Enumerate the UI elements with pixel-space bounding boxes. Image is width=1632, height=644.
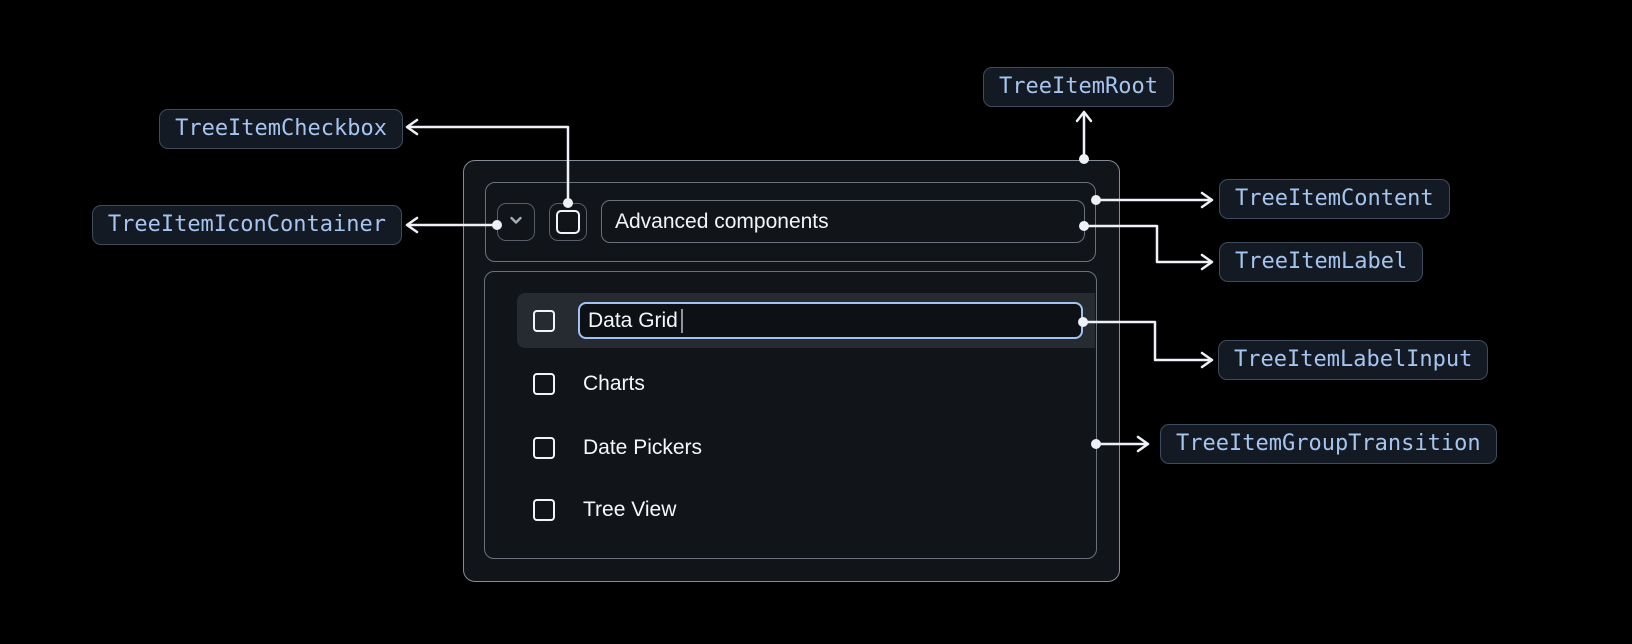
expand-collapse-button[interactable] bbox=[497, 203, 535, 241]
tree-item-label-input[interactable]: Data Grid bbox=[578, 302, 1083, 339]
tree-item-label[interactable]: Date Pickers bbox=[583, 436, 703, 459]
chevron-down-icon bbox=[507, 211, 525, 234]
item-checkbox[interactable] bbox=[533, 499, 555, 521]
tree-item-content[interactable] bbox=[485, 182, 1096, 262]
annotation-tree-item-group-transition: TreeItemGroupTransition bbox=[1160, 424, 1497, 464]
item-checkbox[interactable] bbox=[533, 437, 555, 459]
tree-item-label[interactable]: Tree View bbox=[583, 498, 677, 521]
label-input-value: Data Grid bbox=[588, 308, 678, 332]
tree-item-group-transition bbox=[484, 271, 1097, 559]
text-caret bbox=[680, 308, 683, 333]
parent-label-text: Advanced components bbox=[615, 209, 829, 233]
item-checkbox[interactable] bbox=[533, 373, 555, 395]
tree-item-root bbox=[463, 160, 1120, 582]
annotation-tree-item-checkbox: TreeItemCheckbox bbox=[159, 109, 403, 149]
connector-tree-item-root bbox=[1075, 110, 1093, 164]
tree-item-label[interactable]: Charts bbox=[583, 372, 645, 395]
item-checkbox[interactable] bbox=[533, 310, 555, 332]
annotation-tree-item-root: TreeItemRoot bbox=[983, 67, 1174, 107]
annotation-tree-item-label-input: TreeItemLabelInput bbox=[1218, 340, 1489, 380]
annotation-tree-item-content: TreeItemContent bbox=[1219, 179, 1450, 219]
annotation-tree-item-label: TreeItemLabel bbox=[1219, 242, 1424, 282]
tree-item-label[interactable]: Advanced components bbox=[601, 200, 1085, 243]
annotation-tree-item-icon-container: TreeItemIconContainer bbox=[91, 205, 402, 245]
checkbox-unchecked-icon bbox=[556, 210, 580, 234]
